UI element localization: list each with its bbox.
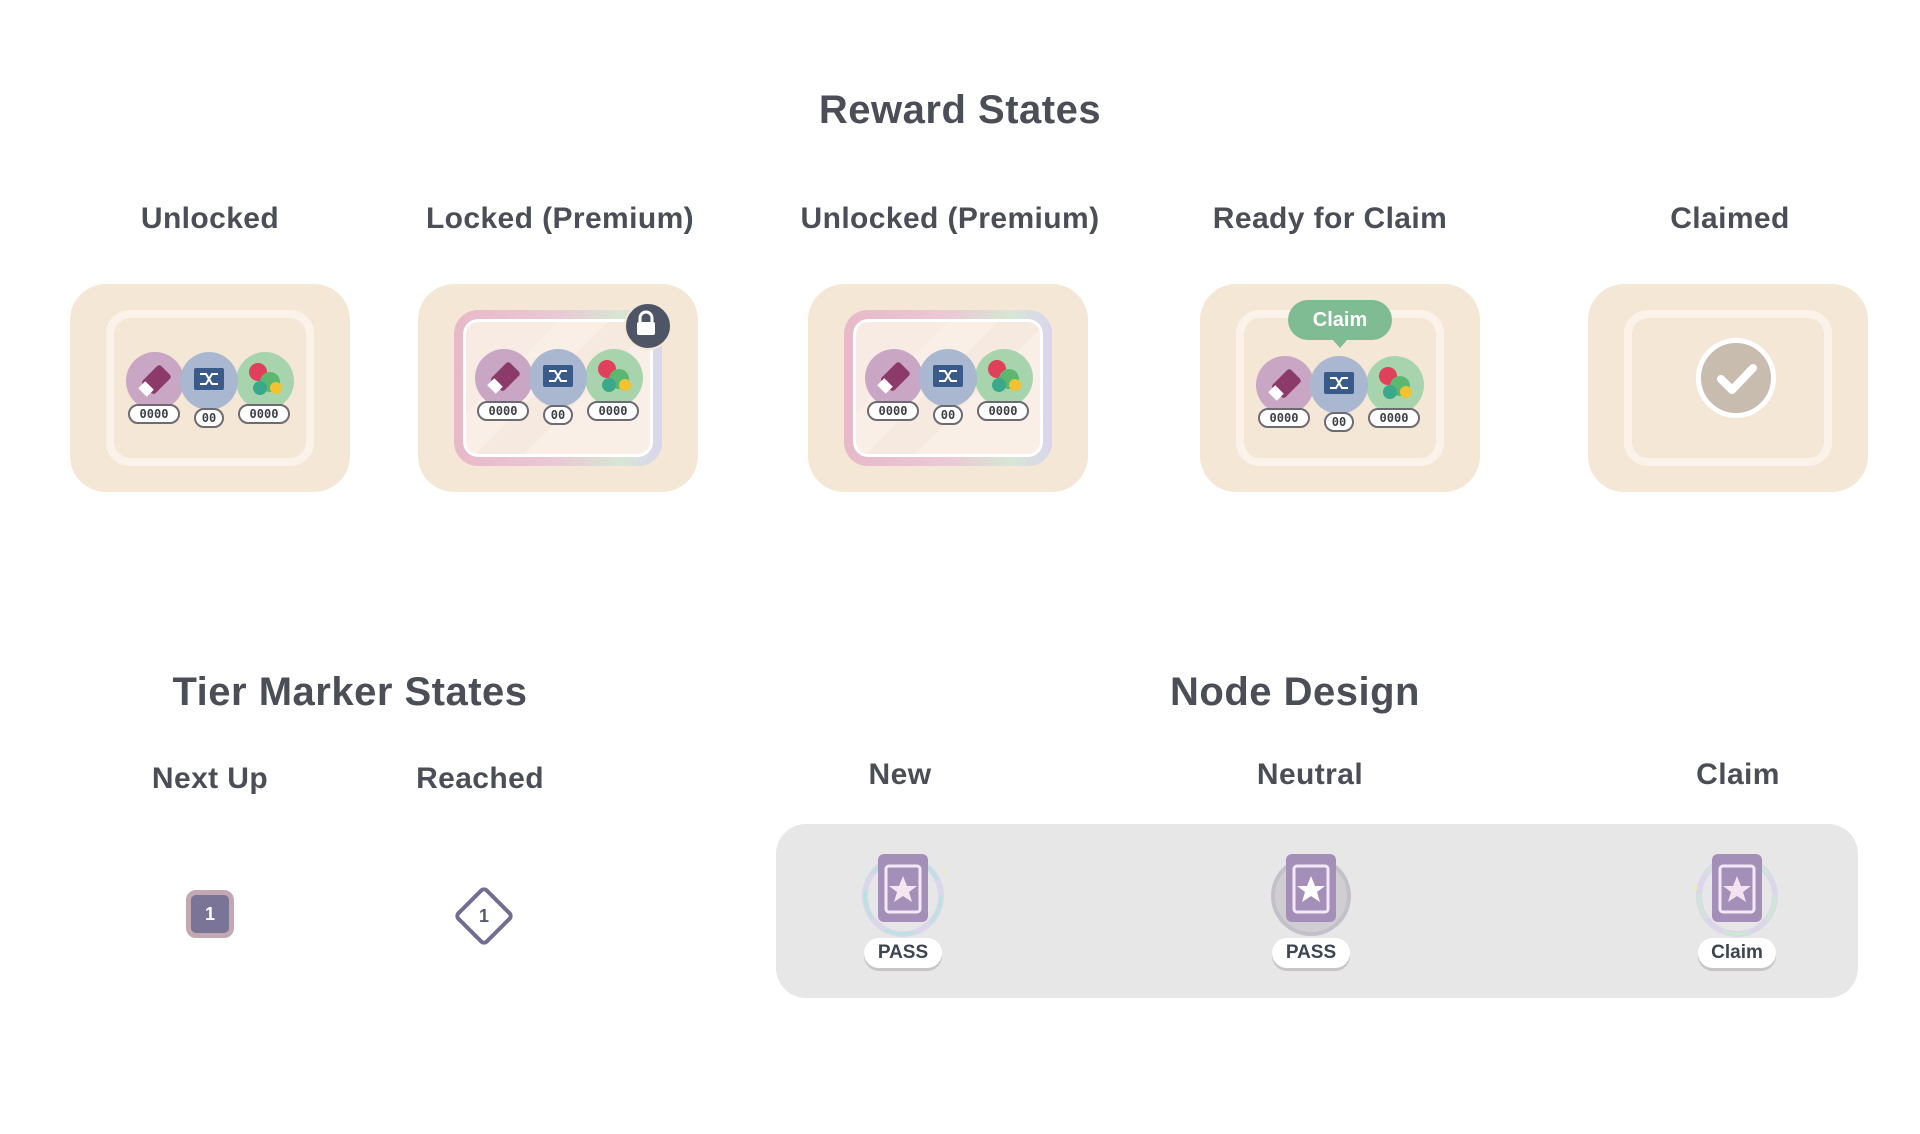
reward-card-unlocked[interactable]: 0000 00 0000 bbox=[70, 284, 350, 492]
item-count-3: 0000 bbox=[587, 401, 639, 421]
tier-marker-next-up: 1 bbox=[186, 890, 234, 938]
node-badge-pass: PASS bbox=[864, 938, 942, 968]
reward-items: 0000 00 0000 bbox=[853, 349, 1043, 439]
reward-states-title: Reward States bbox=[818, 88, 1102, 132]
shuffle-card-icon bbox=[180, 352, 238, 410]
balloons-icon bbox=[1366, 356, 1424, 414]
reward-card-inner: 0000 00 0000 bbox=[106, 310, 314, 466]
item-count-2: 00 bbox=[1324, 412, 1354, 432]
item-count-3: 0000 bbox=[238, 404, 290, 424]
state-label-unlocked: Unlocked bbox=[140, 202, 280, 235]
node-label-claim: Claim bbox=[1696, 758, 1780, 791]
node-badge-claim[interactable]: Claim bbox=[1698, 938, 1776, 968]
item-count-1: 0000 bbox=[867, 401, 919, 421]
node-label-neutral: Neutral bbox=[1256, 758, 1364, 791]
node-label-new: New bbox=[868, 758, 932, 791]
node-design-title: Node Design bbox=[1170, 670, 1420, 714]
shuffle-card-icon bbox=[529, 349, 587, 407]
pass-node-new[interactable]: PASS bbox=[848, 848, 958, 974]
reward-card-unlocked-premium[interactable]: 0000 00 0000 bbox=[808, 284, 1088, 492]
item-count-2: 00 bbox=[933, 405, 963, 425]
node-badge-pass: PASS bbox=[1272, 938, 1350, 968]
pass-node-claim[interactable]: Claim bbox=[1682, 848, 1792, 974]
reward-items: 0000 00 0000 bbox=[1244, 356, 1436, 446]
shuffle-card-icon bbox=[1310, 356, 1368, 414]
item-count-1: 0000 bbox=[1258, 408, 1310, 428]
tier-label-reached: Reached bbox=[416, 762, 544, 795]
eraser-icon bbox=[865, 349, 923, 407]
pass-node-neutral[interactable]: PASS bbox=[1256, 848, 1366, 974]
state-label-claimed: Claimed bbox=[1670, 202, 1790, 235]
item-count-1: 0000 bbox=[477, 401, 529, 421]
state-label-unlocked-premium: Unlocked (Premium) bbox=[800, 202, 1100, 235]
state-label-locked-premium: Locked (Premium) bbox=[425, 202, 695, 235]
reward-card-locked-premium[interactable]: 0000 00 0000 bbox=[418, 284, 698, 492]
tier-marker-reached-value: 1 bbox=[478, 906, 489, 926]
balloons-icon bbox=[236, 352, 294, 410]
item-count-2: 00 bbox=[194, 408, 224, 428]
balloons-icon bbox=[975, 349, 1033, 407]
tier-marker-reached: 1 bbox=[452, 884, 516, 948]
state-label-ready-for-claim: Ready for Claim bbox=[1212, 202, 1448, 235]
item-count-3: 0000 bbox=[1368, 408, 1420, 428]
reward-items: 0000 00 0000 bbox=[463, 349, 653, 439]
item-count-1: 0000 bbox=[128, 404, 180, 424]
tier-marker-states-title: Tier Marker States bbox=[172, 670, 528, 714]
item-count-2: 00 bbox=[543, 405, 573, 425]
reward-card-inner-premium: 0000 00 0000 bbox=[844, 310, 1052, 466]
tier-label-next-up: Next Up bbox=[151, 762, 269, 795]
checkmark-icon bbox=[1696, 338, 1776, 418]
reward-items: 0000 00 0000 bbox=[114, 352, 306, 442]
shuffle-card-icon bbox=[919, 349, 977, 407]
eraser-icon bbox=[126, 352, 184, 410]
eraser-icon bbox=[475, 349, 533, 407]
claim-tooltip-button[interactable]: Claim bbox=[1288, 300, 1392, 348]
reward-card-inner-premium: 0000 00 0000 bbox=[454, 310, 662, 466]
reward-card-claimed bbox=[1588, 284, 1868, 492]
lock-icon bbox=[624, 302, 672, 350]
reward-card-inner bbox=[1624, 310, 1832, 466]
reward-card-ready-for-claim[interactable]: 0000 00 0000 Claim bbox=[1200, 284, 1480, 492]
balloons-icon bbox=[585, 349, 643, 407]
item-count-3: 0000 bbox=[977, 401, 1029, 421]
node-design-panel: PASS PASS Claim bbox=[776, 824, 1858, 998]
eraser-icon bbox=[1256, 356, 1314, 414]
